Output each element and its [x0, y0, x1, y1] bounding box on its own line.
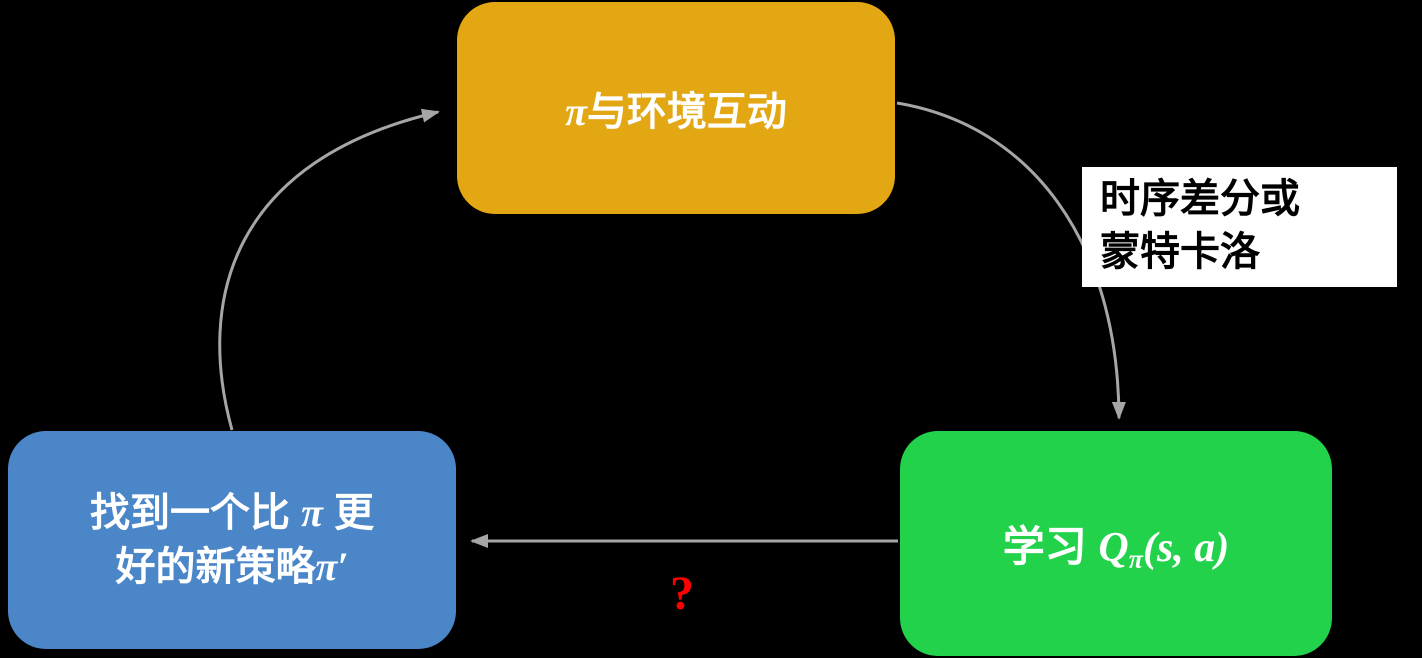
node-learn-q-label: 学习 Qπ(s, a) [1002, 522, 1230, 574]
arrow-improve-to-interact [218, 108, 440, 431]
q-arguments: (s, a) [1142, 524, 1230, 571]
node-new-policy-label: 找到一个比 π 更 好的新策略π′ [89, 490, 375, 589]
method-label-line2: 蒙特卡洛 [1100, 229, 1260, 274]
question-mark: ? [670, 567, 694, 620]
pi-symbol: π [301, 490, 323, 535]
node-new-policy: 找到一个比 π 更 好的新策略π′ [8, 431, 456, 649]
method-label: 时序差分或 蒙特卡洛 [1082, 167, 1397, 287]
pi-symbol: π [565, 89, 587, 134]
method-label-line1: 时序差分或 [1100, 177, 1300, 221]
q-subscript-pi: π [1128, 544, 1143, 574]
q-symbol: Q [1098, 524, 1129, 571]
node-learn-q: 学习 Qπ(s, a) [900, 431, 1332, 656]
node-policy-interact-label: π与环境互动 [565, 89, 787, 134]
pi-prime-symbol: π′ [315, 544, 349, 589]
node-policy-interact: π与环境互动 [457, 2, 895, 214]
